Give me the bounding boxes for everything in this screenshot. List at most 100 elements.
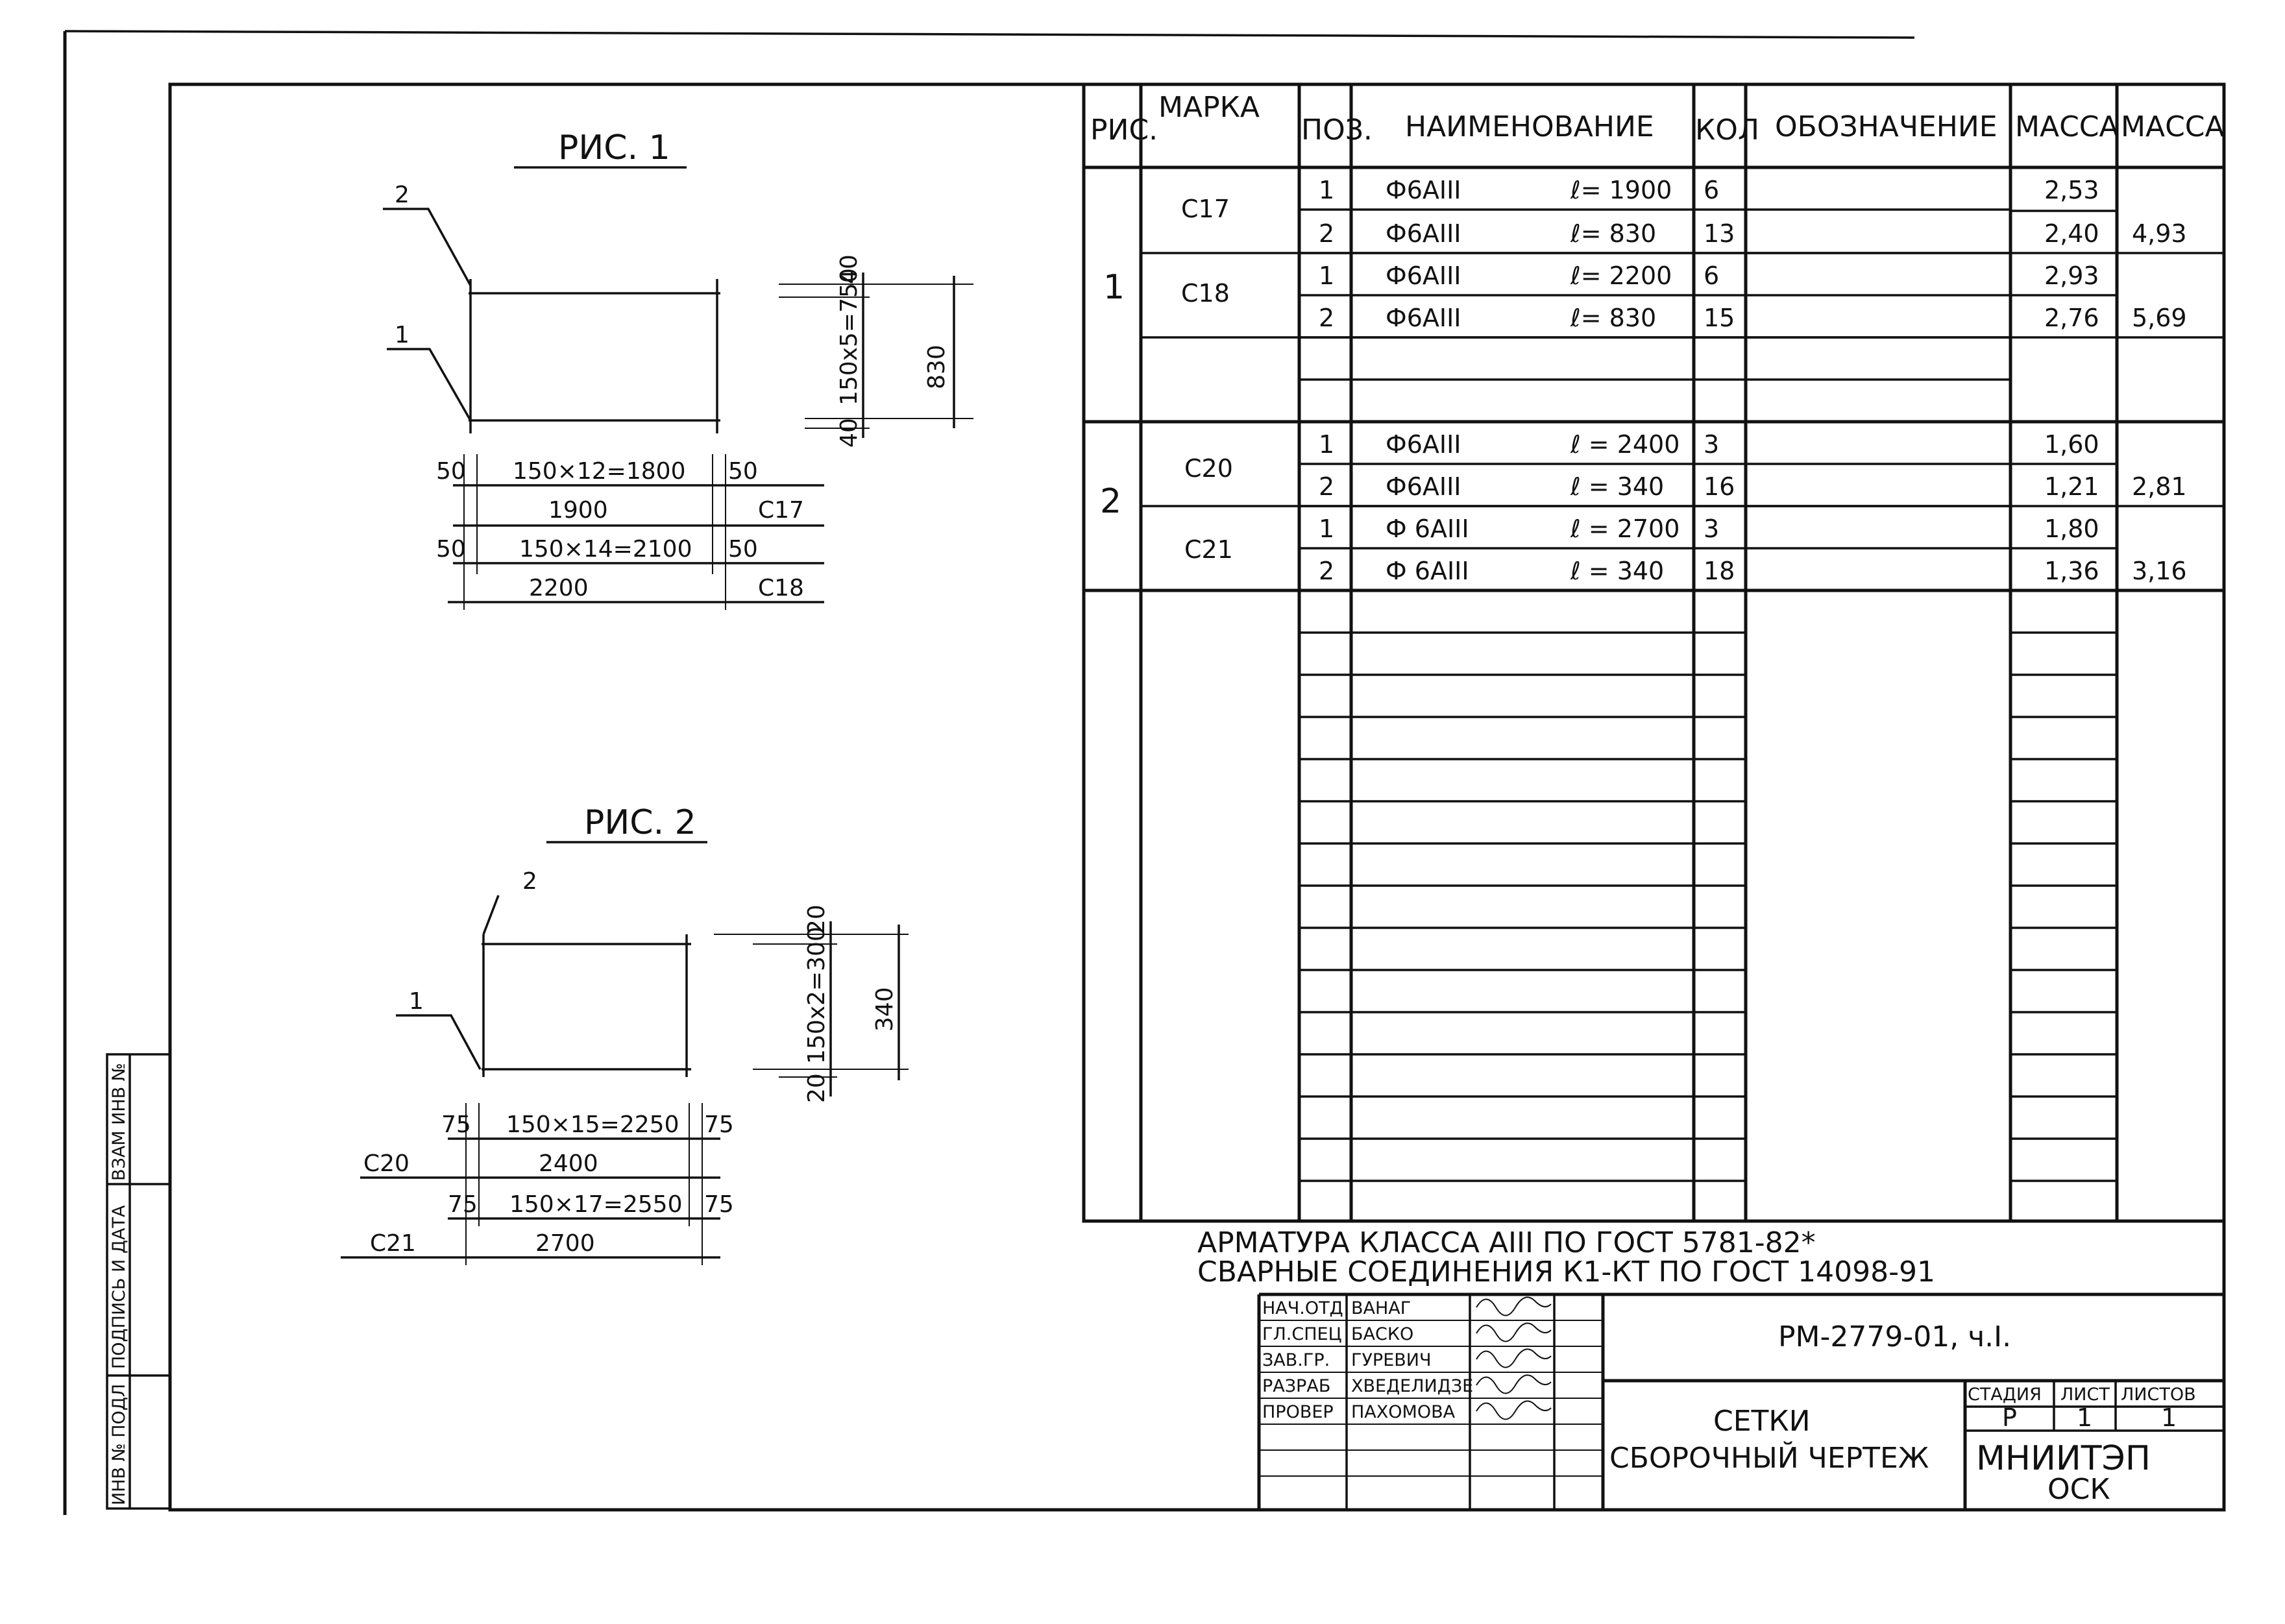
- row-total-mass: 3,16: [2132, 557, 2187, 585]
- row-pos: 2: [1319, 219, 1334, 248]
- sheets-label: ЛИСТОВ: [2121, 1385, 2196, 1405]
- row-pos: 2: [1319, 557, 1334, 585]
- fig-label-1: 1: [1103, 268, 1125, 307]
- stage-label: СТАДИЯ: [1968, 1385, 2042, 1405]
- fig2-dim-top: 20: [803, 904, 830, 934]
- signature-scribble: [1476, 1400, 1552, 1420]
- side-stamp: ИНВ № ПОДЛ ПОДПИСЬ И ДАТА ВЗАМ ИНВ №: [106, 1053, 171, 1510]
- signature-name: БАСКО: [1351, 1324, 1413, 1344]
- doc-code: РМ-2779-01, ч.I.: [1778, 1320, 2011, 1353]
- fig2-dim-bottom: 20: [803, 1073, 830, 1103]
- stage-value: Р: [2002, 1403, 2017, 1432]
- fig1-dim-bottom: 40: [836, 418, 862, 448]
- col-header-pos: ПОЗ.: [1301, 114, 1373, 147]
- side-stamp-inv-orig: ИНВ № ПОДЛ: [109, 1384, 129, 1505]
- fig2-row3-mid: 150×17=2550: [509, 1191, 682, 1218]
- row-name: Ф6АIII: [1386, 304, 1461, 332]
- side-stamp-replace-inv: ВЗАМ ИНВ №: [109, 1063, 129, 1181]
- row-qty: 13: [1704, 219, 1735, 248]
- sheets-value: 1: [2161, 1403, 2177, 1432]
- col-header-designation: ОБОЗНАЧЕНИЕ: [1775, 110, 1998, 143]
- note-line-1: АРМАТУРА КЛАССА АIII ПО ГОСТ 5781-82*: [1197, 1226, 1816, 1259]
- fig2-row1-right: 75: [704, 1111, 734, 1138]
- doc-title-line-2: СБОРОЧНЫЙ ЧЕРТЕЖ: [1609, 1440, 1929, 1475]
- mark-c17: С17: [1181, 195, 1230, 223]
- fig1-dim-mid: 150х5=750: [836, 268, 862, 406]
- fig2-row3-right: 75: [704, 1191, 734, 1218]
- row-total-mass: 2,81: [2132, 472, 2187, 501]
- row-mass: 2,93: [2044, 261, 2099, 290]
- fig2-leader-1: 1: [409, 988, 424, 1015]
- fig2-title: РИС. 2: [584, 803, 696, 842]
- row-length: ℓ = 2400: [1570, 430, 1680, 459]
- specification-table: РИС. МАРКА ПОЗ. НАИМЕНОВАНИЕ КОЛ ОБОЗНАЧ…: [1082, 82, 2226, 1223]
- row-length: ℓ = 2700: [1570, 515, 1680, 543]
- row-pos: 1: [1319, 261, 1334, 290]
- row-mass: 1,36: [2044, 557, 2099, 585]
- row-name: Ф6АIII: [1386, 472, 1461, 501]
- col-header-mass-total: МАССА: [2121, 110, 2225, 143]
- row-length: ℓ= 830: [1570, 219, 1656, 248]
- row-total-mass: 4,93: [2132, 219, 2187, 248]
- signature-scribble: [1476, 1374, 1552, 1394]
- row-lines: [1299, 208, 2117, 1182]
- row-qty: 15: [1704, 304, 1735, 332]
- doc-title-line-1: СЕТКИ: [1713, 1405, 1811, 1438]
- row-pos: 2: [1319, 472, 1334, 501]
- row-pos: 1: [1319, 515, 1334, 543]
- signature-scribble: [1476, 1348, 1552, 1368]
- row-qty: 6: [1704, 261, 1719, 290]
- signature-role: ЗАВ.ГР.: [1262, 1350, 1330, 1370]
- fig1-row4-mid: 2200: [529, 575, 589, 601]
- side-stamp-sign-date: ПОДПИСЬ И ДАТА: [109, 1205, 129, 1369]
- fig2-row1-mid: 150×15=2250: [506, 1111, 679, 1138]
- row-total-mass: 5,69: [2132, 304, 2187, 332]
- row-mass: 2,76: [2044, 304, 2099, 332]
- row-qty: 18: [1704, 557, 1735, 585]
- row-mass: 2,53: [2044, 176, 2099, 204]
- fig2-row2-tag: С20: [363, 1150, 409, 1177]
- fig1-row3-mid: 150×14=2100: [519, 536, 692, 563]
- fig1-row2-tag: С17: [758, 497, 804, 524]
- fig1-row1-left: 50: [436, 458, 466, 485]
- fig1-leader-1: 1: [395, 322, 409, 348]
- note-line-2: СВАРНЫЕ СОЕДИНЕНИЯ К1-КТ ПО ГОСТ 14098-9…: [1197, 1255, 1935, 1289]
- col-header-fig: РИС.: [1090, 114, 1158, 147]
- row-name: Ф 6АIII: [1386, 557, 1469, 585]
- mark-c21: С21: [1184, 535, 1233, 564]
- row-length: ℓ = 340: [1570, 557, 1664, 585]
- fig1-row3-right: 50: [728, 536, 758, 563]
- row-qty: 3: [1704, 515, 1719, 543]
- fig1-row2-mid: 1900: [548, 497, 608, 524]
- row-pos: 1: [1319, 176, 1334, 204]
- row-mass: 1,21: [2044, 472, 2099, 501]
- col-header-name: НАИМЕНОВАНИЕ: [1405, 110, 1654, 143]
- mark-c18: С18: [1181, 279, 1230, 308]
- row-qty: 3: [1704, 430, 1719, 459]
- fig1-dim-top: 40: [836, 254, 862, 284]
- row-name: Ф6АIII: [1386, 261, 1461, 290]
- row-name: Ф6АIII: [1386, 430, 1461, 459]
- mark-c20: С20: [1184, 454, 1233, 483]
- fig2-row4-tag: С21: [370, 1230, 416, 1257]
- row-length: ℓ= 1900: [1570, 176, 1672, 204]
- figure-2: РИС. 2 2 1 20 150х2=300 20 340 75 150×15…: [341, 803, 909, 1265]
- row-length: ℓ = 340: [1570, 472, 1664, 501]
- row-pos: 1: [1319, 430, 1334, 459]
- fig2-row2-mid: 2400: [539, 1150, 598, 1177]
- row-name: Ф6АIII: [1386, 176, 1461, 204]
- fig1-row4-tag: С18: [758, 575, 804, 601]
- fig2-dim-mid: 150х2=300: [803, 927, 830, 1064]
- signature-role: ПРОВЕР: [1262, 1402, 1334, 1422]
- org-dept: ОСК: [2047, 1473, 2110, 1506]
- sheet-label: ЛИСТ: [2060, 1385, 2110, 1405]
- signature-role: НАЧ.ОТД: [1262, 1298, 1343, 1318]
- row-length: ℓ= 2200: [1570, 261, 1672, 290]
- row-name: Ф6АIII: [1386, 219, 1461, 248]
- fig-label-2: 2: [1100, 482, 1121, 521]
- col-header-qty: КОЛ: [1695, 114, 1759, 147]
- signature-name: ГУРЕВИЧ: [1351, 1350, 1432, 1370]
- row-pos: 2: [1319, 304, 1334, 332]
- fig1-leader-2: 2: [395, 182, 409, 208]
